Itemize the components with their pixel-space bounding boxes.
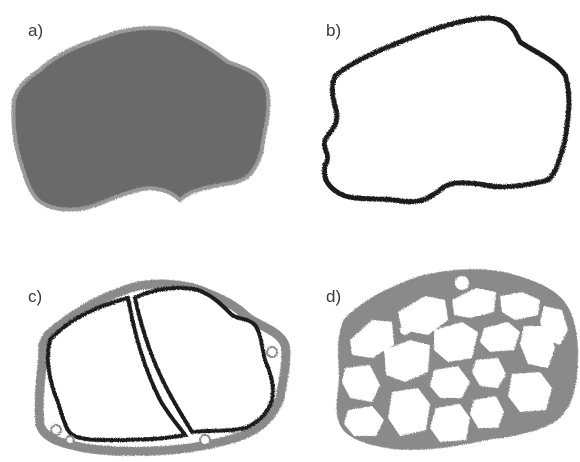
pore-d — [455, 276, 469, 290]
grain-d — [430, 404, 470, 442]
panel-d-multigrain-particle — [338, 271, 577, 449]
pore-d — [487, 341, 497, 351]
particle-b-outline — [324, 18, 569, 202]
panel-c-segmented-particle — [39, 284, 286, 451]
pore-d — [485, 409, 495, 419]
pore-d — [405, 393, 415, 403]
panel-b-outline-particle — [324, 18, 569, 202]
pore-c-3 — [66, 436, 74, 444]
panel-a-filled-particle — [13, 28, 268, 210]
pore-c-4 — [200, 435, 210, 445]
pore-d — [400, 325, 410, 335]
particle-a-fill — [13, 28, 268, 210]
pore-c-2 — [51, 425, 61, 435]
pore-c-1 — [267, 347, 277, 357]
